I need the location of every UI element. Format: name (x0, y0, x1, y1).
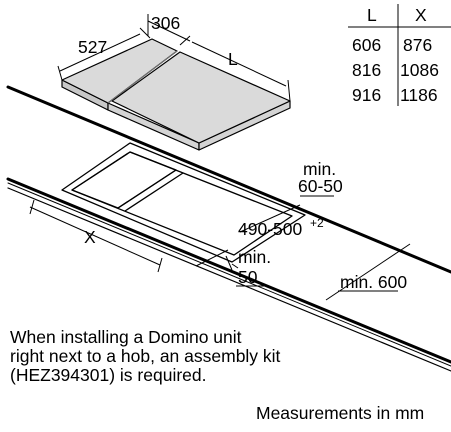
label-l: L (228, 49, 238, 69)
lx-table: L X 606 876 816 1086 916 1186 (348, 4, 451, 106)
dim-front-min-leader (231, 263, 239, 269)
label-front-min-value: 50 (238, 267, 258, 287)
label-min-600: min. 600 (340, 272, 407, 292)
dim-527-line (59, 33, 141, 72)
lx-table-cell: 1186 (400, 85, 438, 105)
dim-l-line (191, 41, 287, 87)
label-rear-min: min. (303, 159, 336, 179)
dim-x-ext-b (157, 257, 163, 273)
worktop-rear-edge (6, 85, 451, 274)
label-x: X (84, 227, 96, 247)
dim-x-line (29, 206, 161, 266)
diagram-labels: 527 306 L X 490-500 +2 min. 60-50 min. 5… (78, 13, 407, 292)
worktop-front-face (7, 182, 451, 367)
appliance-dimensions (57, 14, 291, 102)
label-527: 527 (78, 37, 107, 57)
label-490-500: 490-500 (238, 219, 302, 239)
lx-table-cell: 606 (352, 35, 381, 55)
dim-527-ext-b (139, 27, 151, 39)
lx-table-cell: 1086 (400, 60, 439, 80)
cutout-group (61, 142, 306, 263)
cutout-divider-b (124, 172, 184, 212)
units-caption: Measurements in mm (256, 403, 425, 423)
assembly-kit-note: When installing a Domino unit right next… (10, 328, 430, 385)
worktop-front-bottom-edge (7, 187, 451, 372)
dim-front-min-ext (225, 255, 233, 271)
dim-front-min-line (195, 249, 229, 267)
cutout-dimensions (29, 195, 411, 301)
lx-table-header-x: X (415, 5, 427, 25)
lx-table-cell: 816 (352, 60, 381, 80)
label-490-superscript: +2 (310, 216, 324, 230)
dim-306-line (147, 20, 191, 42)
dim-490-line (239, 204, 301, 233)
note-line: When installing a Domino unit (10, 327, 242, 347)
label-306: 306 (151, 13, 180, 33)
lx-table-cell: 876 (403, 35, 432, 55)
dim-527-ext-a (57, 65, 63, 81)
note-line: (HEZ394301) is required. (10, 365, 207, 385)
appliance-joint-line (107, 50, 178, 104)
note-line: right next to a hob, an assembly kit (10, 346, 281, 366)
dim-l-ext (287, 79, 291, 102)
worktop-front-top-edge (6, 177, 451, 364)
label-rear-min-value: 60-50 (298, 176, 343, 196)
lx-table-header-l: L (367, 5, 377, 25)
dim-306-ext-b (179, 35, 191, 46)
cutout-outer (61, 142, 306, 263)
cutout-divider (117, 169, 177, 209)
lx-table-cell: 916 (352, 85, 381, 105)
label-front-min: min. (238, 247, 271, 267)
dim-rear-min-line (277, 199, 301, 211)
worktop-edges (6, 85, 451, 372)
dim-x-ext-a (29, 199, 35, 215)
